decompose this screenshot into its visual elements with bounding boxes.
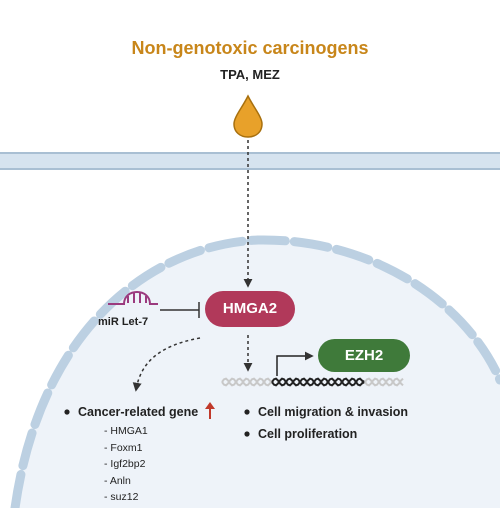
drop-icon bbox=[233, 94, 263, 138]
cancer-gene-heading: Cancer-related gene bbox=[78, 405, 199, 419]
hmga2-label: HMGA2 bbox=[222, 300, 278, 317]
cancer-gene-list: Cancer-related gene bbox=[78, 401, 198, 423]
gene-regulation-arrow bbox=[132, 337, 201, 392]
gene-item: - Igf2bp2 bbox=[104, 458, 146, 470]
gene-item: - Anln bbox=[104, 474, 131, 487]
mirna-label: miR Let-7 bbox=[98, 316, 149, 328]
outcome-list: Cell migration & invasion Cell prolifera… bbox=[258, 401, 408, 445]
hmga2-node bbox=[205, 291, 295, 327]
up-arrow-icon bbox=[205, 402, 215, 419]
gene-item: - suz12 bbox=[104, 491, 139, 503]
mirna-hairpin-icon bbox=[108, 291, 158, 305]
bullet bbox=[244, 431, 250, 437]
dna-helix-icon bbox=[221, 377, 404, 387]
outcome-item: Cell proliferation bbox=[258, 427, 358, 441]
promoter-arrow bbox=[276, 351, 314, 376]
bullet bbox=[64, 409, 70, 415]
nucleus bbox=[10, 235, 500, 508]
ezh2-label: EZH2 bbox=[344, 347, 384, 364]
diagram-title: Non-genotoxic carcinogens bbox=[131, 38, 369, 58]
ezh2-node bbox=[318, 339, 410, 372]
cell-membrane bbox=[0, 152, 500, 170]
gene-item: - Foxm1 bbox=[104, 441, 143, 454]
outcome-item: Cell migration & invasion bbox=[258, 405, 409, 419]
inhibition-arrow bbox=[160, 302, 200, 318]
gene-sublist: - HMGA1 - Foxm1 - Igf2bp2 - Anln - suz12 bbox=[104, 423, 148, 506]
bullet bbox=[244, 409, 250, 415]
gene-item: - HMGA1 bbox=[104, 425, 148, 437]
diagram-subtitle: TPA, MEZ bbox=[220, 67, 280, 82]
